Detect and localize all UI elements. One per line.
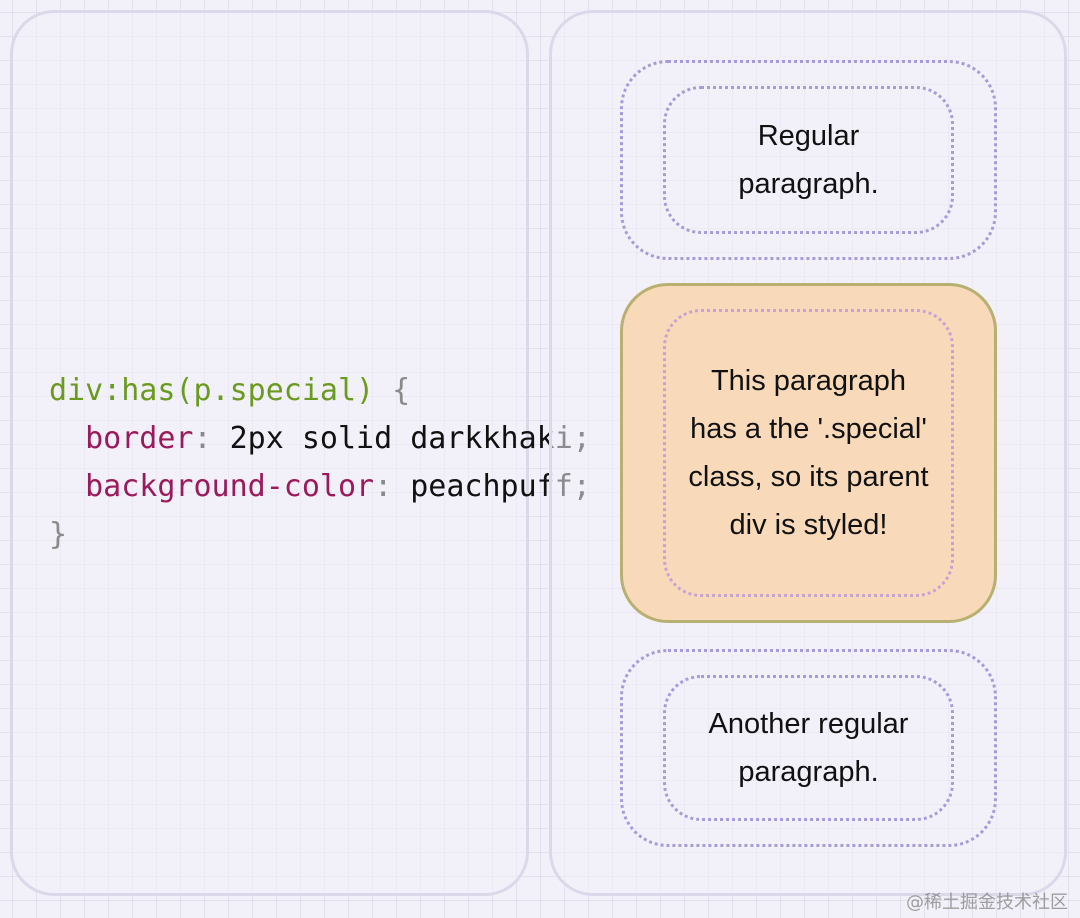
code-panel: div:has(p.special) { border: 2px solid d… [10,10,591,896]
code-line-1: div:has(p.special) { [49,367,591,415]
paragraph-text-special: This paragraph has a the '.special' clas… [688,365,929,541]
code-line-2: border: 2px solid darkkhaki; [49,415,591,463]
code-line-4: } [49,511,591,559]
paragraph-box-special: This paragraph has a the '.special' clas… [663,309,954,597]
paragraph-text-another-regular: Another regular paragraph. [708,708,909,788]
css-code-block: div:has(p.special) { border: 2px solid d… [49,367,591,559]
paragraph-box-regular: Regular paragraph. [663,86,954,234]
code-line-3: background-color: peachpuff; [49,463,591,511]
div-container-special: This paragraph has a the '.special' clas… [620,283,997,623]
paragraph-text-regular: Regular paragraph. [738,120,879,200]
code-brace-open: { [374,373,411,408]
paragraph-box-another-regular: Another regular paragraph. [663,675,954,821]
code-property-border: border [85,421,194,456]
div-container-another-regular: Another regular paragraph. [620,649,997,847]
code-colon: : [374,469,411,504]
code-property-background-color: background-color [85,469,375,504]
code-brace-close: } [49,517,68,552]
code-value-border: 2px solid darkkhaki; [229,421,591,456]
watermark: @稀土掘金技术社区 [906,892,1068,913]
code-colon: : [193,421,230,456]
div-container-regular: Regular paragraph. [620,60,997,260]
code-selector: div:has(p.special) [49,373,375,408]
